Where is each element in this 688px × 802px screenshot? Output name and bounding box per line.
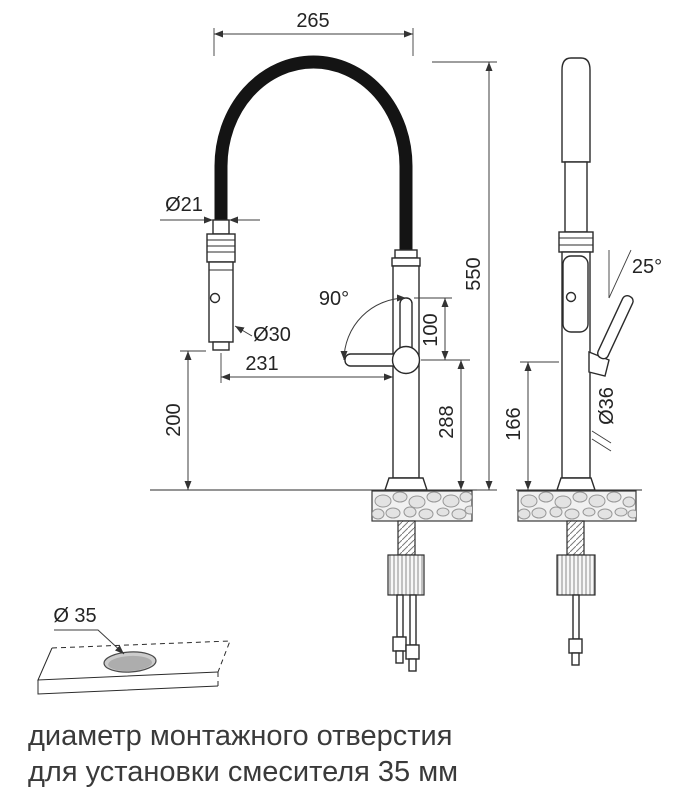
spray-button xyxy=(209,292,221,304)
stone-texture-side xyxy=(518,491,636,520)
dim-handle-angle-label: 90° xyxy=(319,288,349,310)
threaded-shank-front xyxy=(397,520,416,556)
spray-button-side xyxy=(565,291,577,303)
mounting-hole-detail: Ø 35 xyxy=(37,605,231,695)
dim-hole-diameter-label: Ø 35 xyxy=(53,605,96,627)
caption-line-1: диаметр монтажного отверстия xyxy=(28,720,452,752)
dim-handle-length-label: 100 xyxy=(420,313,442,346)
handle-lever xyxy=(344,297,421,375)
side-view xyxy=(516,57,642,666)
dim-body-diameter-label: Ø36 xyxy=(596,387,618,425)
side-view-dimensions: 25° Ø36 166 xyxy=(503,249,662,490)
side-undercounter xyxy=(516,489,642,666)
dim-spout-height-label: 288 xyxy=(436,405,458,438)
handle-pivot xyxy=(391,345,421,375)
threaded-shank-side xyxy=(566,520,585,556)
dim-spout-reach-label: 231 xyxy=(245,353,278,375)
side-handle xyxy=(588,294,634,377)
side-spout-tube xyxy=(558,57,594,253)
front-view-dimensions: 265 Ø21 550 90° 100 Ø30 231 288 200 xyxy=(160,10,497,491)
dim-handle-tilt-label: 25° xyxy=(632,256,662,278)
front-view xyxy=(150,55,478,672)
side-body xyxy=(556,251,596,491)
caption: диаметр монтажного отверстия для установ… xyxy=(28,720,458,788)
mounting-nut-side xyxy=(556,554,596,596)
spray-head xyxy=(206,219,236,351)
flexible-hose-arc xyxy=(214,55,413,254)
dim-hose-diameter-label: Ø21 xyxy=(165,194,203,216)
mounting-hole xyxy=(103,651,157,673)
dim-top-width-label: 265 xyxy=(296,10,329,32)
dim-total-height-label: 550 xyxy=(463,257,485,290)
dim-spray-clearance-label: 200 xyxy=(163,403,185,436)
caption-line-2: для установки смесителя 35 мм xyxy=(28,756,458,788)
front-undercounter xyxy=(150,489,478,672)
dim-lower-height-label: 166 xyxy=(503,407,525,440)
dim-spray-diameter-label: Ø30 xyxy=(253,324,291,346)
mounting-nut-front xyxy=(387,554,425,596)
stone-texture-front xyxy=(372,491,472,520)
